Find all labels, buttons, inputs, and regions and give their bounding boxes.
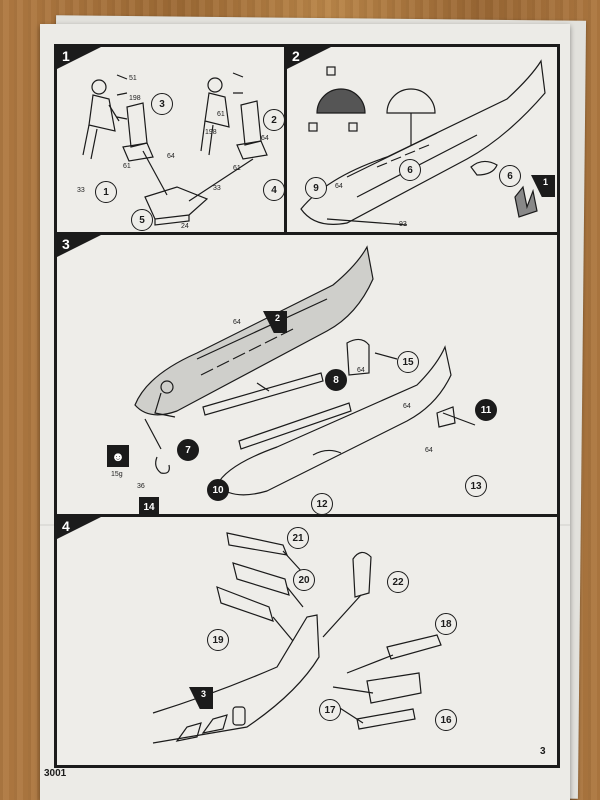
step-4-number: 4	[62, 518, 70, 534]
part-number: 64	[425, 447, 433, 454]
part-callout: 17	[319, 699, 341, 721]
part-number: 64	[357, 367, 365, 374]
part-callout: 1	[95, 181, 117, 203]
part-callout: 7	[177, 439, 199, 461]
part-callout: 15	[397, 351, 419, 373]
part-number: 24	[181, 223, 189, 230]
paint-icon: ☻	[107, 445, 129, 467]
part-callout: 9	[305, 177, 327, 199]
part-number: 36	[137, 483, 145, 490]
step-3-number: 3	[62, 236, 70, 252]
step-4-drawing	[152, 532, 442, 744]
catalog-number: 3001	[44, 768, 67, 779]
paint-reference: 15g	[111, 471, 123, 478]
part-number: 64	[335, 183, 343, 190]
step-1-number: 1	[62, 48, 70, 64]
part-callout: 20	[293, 569, 315, 591]
part-callout: 22	[387, 571, 409, 593]
part-callout: 5	[131, 209, 153, 231]
page-number: 3	[540, 746, 546, 757]
part-number: 64	[403, 403, 411, 410]
part-callout: 3	[151, 93, 173, 115]
reference-step: 1	[543, 177, 549, 187]
part-number: 64	[233, 319, 241, 326]
part-number: 93	[399, 221, 407, 228]
part-number: 51	[129, 75, 137, 82]
part-callout: 10	[207, 479, 229, 501]
part-number: 64	[167, 153, 175, 160]
step-4-panel: 4	[54, 514, 560, 768]
part-number: 33	[213, 185, 221, 192]
step-3-drawing	[134, 245, 476, 496]
step-2-number: 2	[292, 48, 300, 64]
part-number: 61	[217, 111, 225, 118]
part-number: 198	[205, 129, 217, 136]
instruction-sheet: 1	[40, 24, 570, 800]
part-number: 64	[261, 135, 269, 142]
part-callout: 18	[435, 613, 457, 635]
part-callout: 6	[499, 165, 521, 187]
reference-step: 3	[201, 689, 207, 699]
step-2-drawing	[300, 59, 546, 226]
reference-step: 2	[275, 313, 281, 323]
part-callout: 2	[263, 109, 285, 131]
step-1-panel: 1	[54, 44, 290, 238]
part-callout: 12	[311, 493, 333, 515]
part-callout: 6	[399, 159, 421, 181]
step-3-panel: 3	[54, 232, 560, 520]
part-square: 14	[139, 497, 159, 517]
part-number: 61	[123, 163, 131, 170]
part-number: 61	[233, 165, 241, 172]
step-2-panel: 2 6 9 64	[284, 44, 560, 238]
part-callout: 4	[263, 179, 285, 201]
part-callout: 11	[475, 399, 497, 421]
step-1-drawing	[82, 72, 268, 226]
part-callout: 16	[435, 709, 457, 731]
part-callout: 21	[287, 527, 309, 549]
part-callout: 8	[325, 369, 347, 391]
part-number: 33	[77, 187, 85, 194]
part-number: 198	[129, 95, 141, 102]
part-callout: 13	[465, 475, 487, 497]
part-callout: 19	[207, 629, 229, 651]
